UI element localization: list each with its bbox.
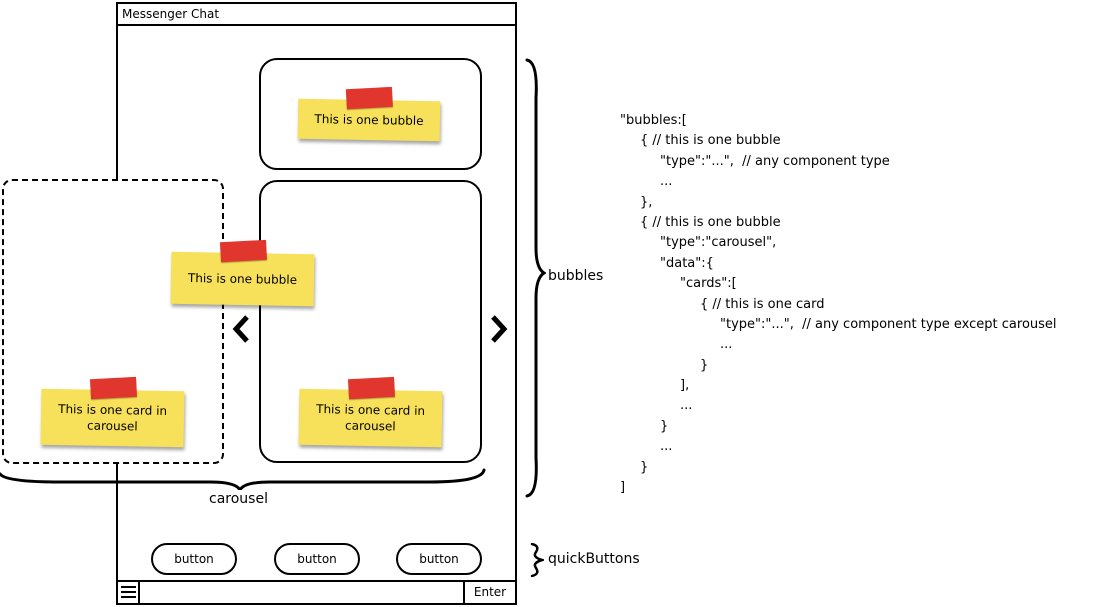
input-bar: [116, 580, 517, 605]
code-line: "bubbles:[: [620, 113, 687, 128]
code-line: ...: [660, 439, 673, 455]
enter-button[interactable]: Enter: [463, 582, 515, 603]
sticky-note-bubble: This is one bubble: [297, 86, 441, 142]
quick-buttons-label: quickButtons: [548, 551, 640, 567]
quick-buttons-brace-icon: [530, 543, 544, 577]
note-text-line: This is one card in: [58, 402, 168, 418]
tape-icon: [89, 376, 137, 400]
code-line: }: [640, 459, 649, 475]
carousel-brace-icon: [0, 468, 486, 490]
code-line: "type":"carousel",: [660, 235, 777, 251]
quick-button-3[interactable]: button: [396, 543, 482, 575]
chevron-right-icon[interactable]: [486, 314, 510, 344]
code-line: { // this is one card: [700, 296, 825, 312]
bubbles-label: bubbles: [548, 268, 604, 284]
tape-icon: [347, 376, 395, 400]
sticky-note-floating-bubble: This is one bubble: [170, 239, 315, 307]
note-text-line: carousel: [86, 418, 138, 434]
note-text: This is one bubble: [187, 271, 298, 287]
note-text: This is one bubble: [314, 112, 424, 128]
note-text: This is one card in carousel: [58, 401, 167, 435]
bubble-frame-carousel: [259, 180, 482, 463]
sticky-note-card-left: This is one card in carousel: [40, 376, 185, 448]
code-line: { // this is one bubble: [640, 133, 781, 149]
tape-icon: [345, 86, 393, 110]
sticky-note-card-right: This is one card in carousel: [298, 376, 443, 448]
code-line: }: [660, 418, 669, 434]
note-text-line: carousel: [344, 418, 396, 434]
code-line: ...: [660, 174, 673, 190]
hamburger-menu-icon[interactable]: [118, 582, 140, 603]
bubbles-brace-icon: [525, 58, 546, 498]
json-structure-code: "bubbles:[ { // this is one bubble "type":…: [620, 111, 1057, 498]
note-text: This is one card in carousel: [316, 401, 425, 435]
tape-icon: [219, 239, 267, 263]
code-line: "type":"...", // any component type exce…: [720, 316, 1057, 332]
chevron-left-icon[interactable]: [230, 314, 254, 344]
code-line: ...: [680, 398, 693, 414]
code-line: "data":{: [660, 255, 714, 271]
note-text-line: This is one card in: [316, 402, 426, 418]
code-line: ],: [680, 378, 690, 394]
code-line: ...: [720, 337, 733, 353]
window-title: Messenger Chat: [118, 4, 515, 26]
carousel-label: carousel: [209, 491, 268, 507]
code-line: "cards":[: [680, 276, 737, 292]
code-line: { // this is one bubble: [640, 214, 781, 230]
quick-button-2[interactable]: button: [274, 543, 360, 575]
quick-button-1[interactable]: button: [151, 543, 237, 575]
code-line: }: [700, 357, 709, 373]
code-line: ]: [620, 480, 626, 496]
code-line: "type":"...", // any component type: [660, 153, 890, 169]
code-line: },: [640, 194, 653, 210]
bubble-frame-single: [259, 58, 482, 170]
message-input[interactable]: [141, 582, 463, 603]
